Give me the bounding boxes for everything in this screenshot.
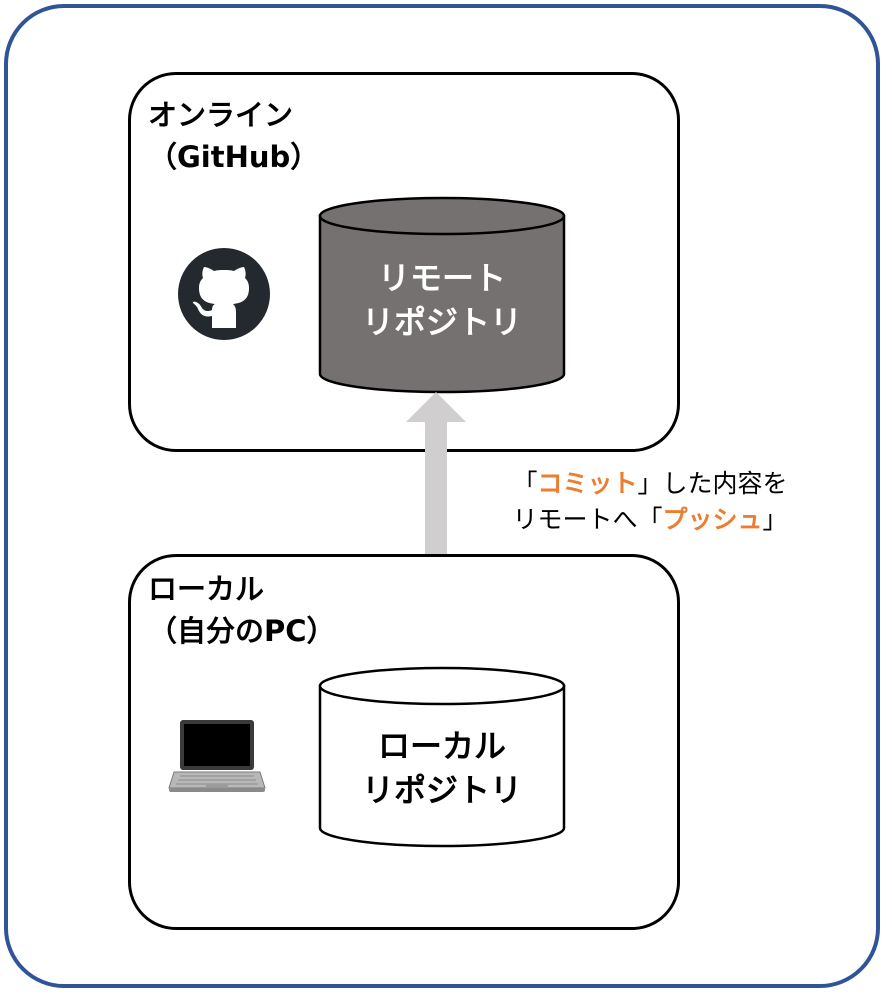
caption-line1-rest: 」した内容を [637, 469, 788, 498]
caption-open-bracket: 「 [512, 469, 538, 498]
local-title-line2: （自分のPC） [148, 614, 336, 648]
local-title-line1: ローカル [148, 572, 265, 606]
caption-line1: 「コミット」した内容を [470, 466, 830, 502]
commit-highlight: コミット [537, 469, 638, 498]
local-panel-title: ローカル （自分のPC） [148, 568, 336, 652]
push-highlight: プッシュ [662, 505, 763, 534]
online-panel-title: オンライン （GitHub） [148, 94, 319, 178]
remote-repo-line2: リポジトリ [361, 303, 522, 341]
caption-line2-lead: リモートへ「 [512, 505, 663, 534]
remote-repository-label: リモート リポジトリ [318, 256, 566, 344]
laptop-icon [168, 720, 266, 792]
github-icon [178, 248, 270, 340]
online-title-line1: オンライン [148, 98, 294, 132]
remote-repo-line1: リモート [377, 259, 506, 297]
caption-close-bracket: 」 [762, 505, 788, 534]
push-caption: 「コミット」した内容を リモートへ「プッシュ」 [470, 466, 830, 538]
remote-repository-cylinder [318, 196, 566, 394]
local-repo-line1: ローカル [377, 727, 506, 765]
local-repo-line2: リポジトリ [361, 771, 522, 809]
local-repository-cylinder [318, 666, 566, 848]
push-arrow [406, 392, 466, 660]
caption-line2: リモートへ「プッシュ」 [470, 502, 830, 538]
online-title-line2: （GitHub） [148, 140, 320, 174]
local-repository-label: ローカル リポジトリ [318, 724, 566, 812]
